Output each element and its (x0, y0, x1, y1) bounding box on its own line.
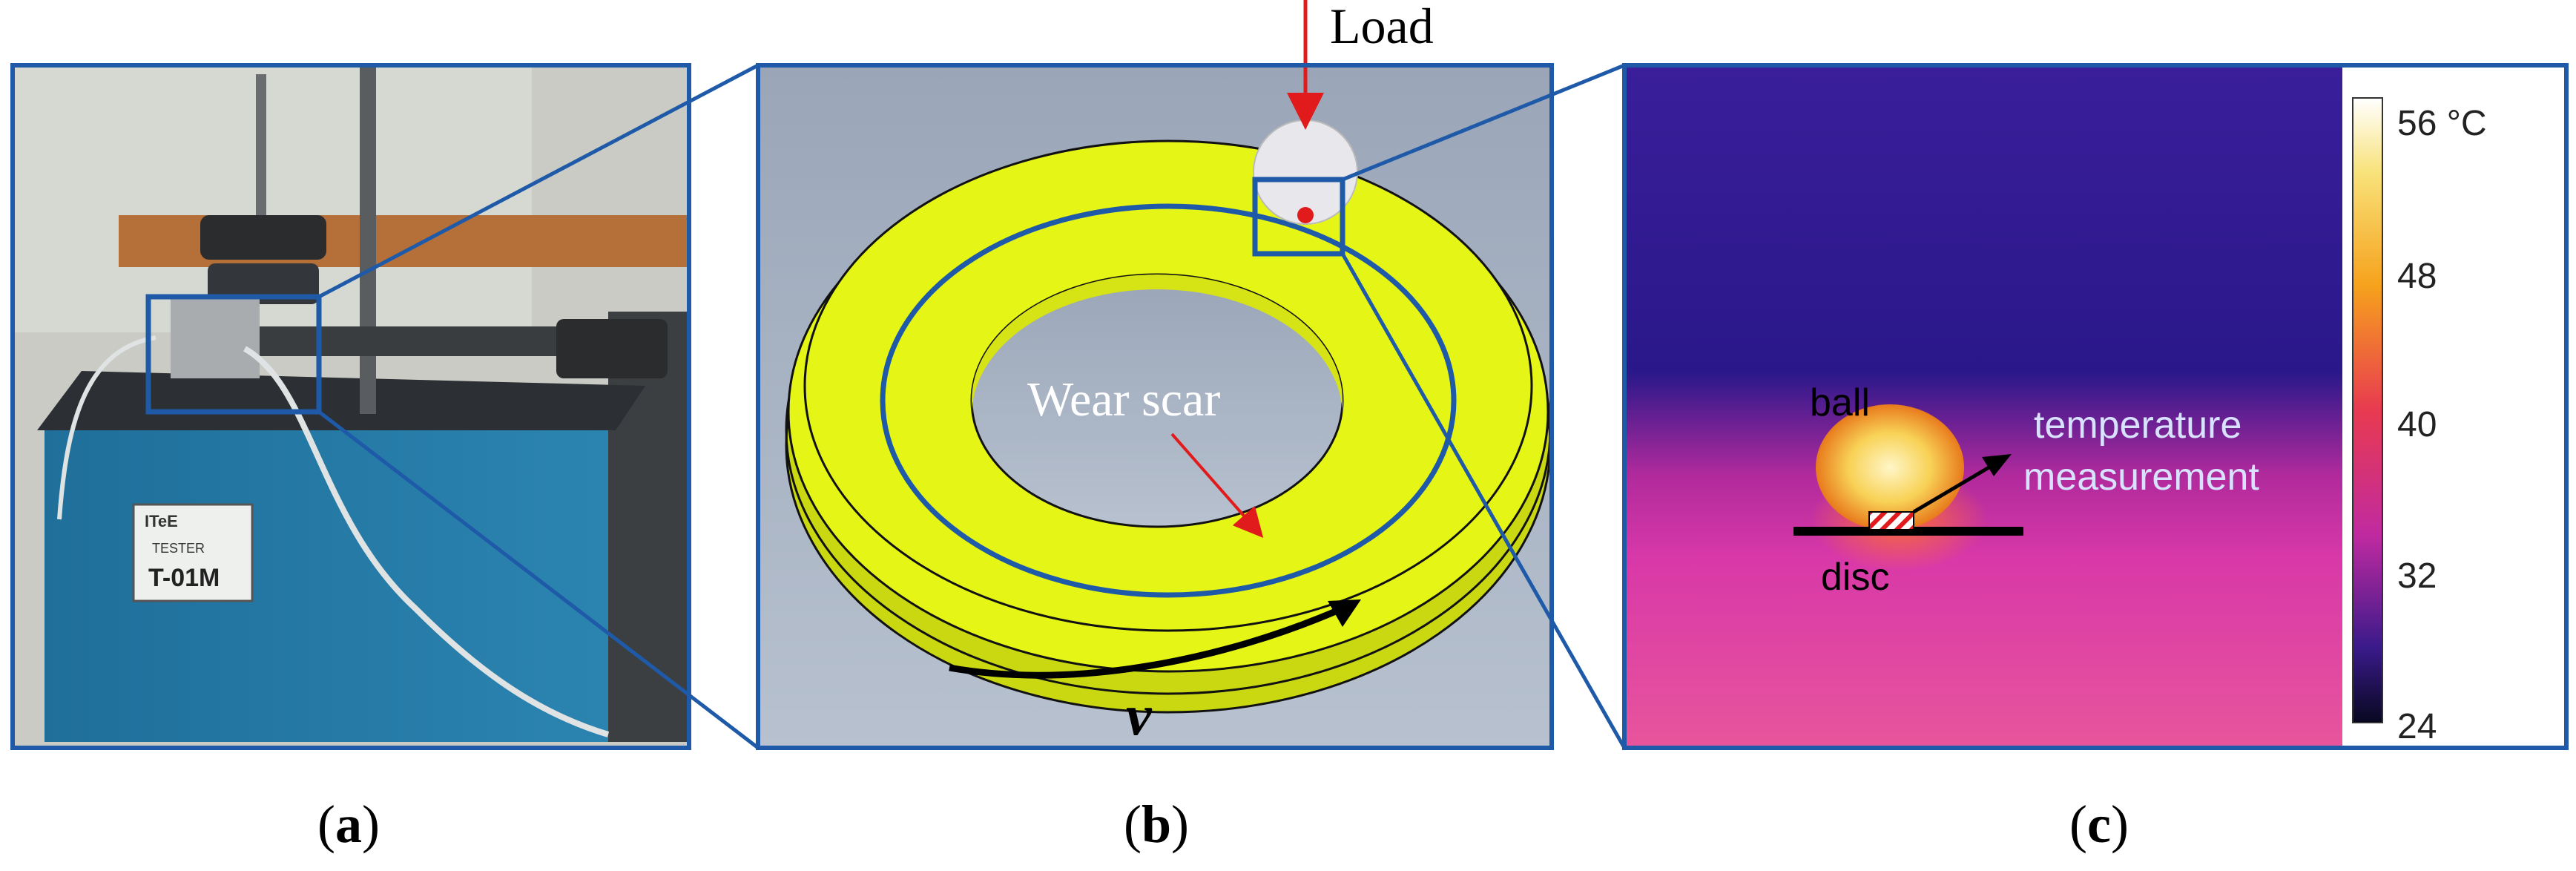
load-weight-2 (208, 263, 319, 304)
load-label: Load (1330, 0, 1434, 54)
contact-point (1297, 207, 1314, 223)
panel-c-frame (1622, 63, 2569, 750)
rod-vertical (360, 65, 376, 414)
measurement-label-1: temperature (2034, 404, 2241, 447)
panel-a-label: (a) (317, 794, 380, 855)
disc-surface-line (1793, 527, 2023, 536)
rod-vertical-2 (256, 74, 266, 237)
left-cable (57, 335, 157, 520)
panel-c-label: (c) (2069, 794, 2129, 855)
device-plate: ITeE TESTER T-01M (132, 503, 254, 602)
colorbar-tick-32: 32 (2397, 556, 2437, 596)
connector-ab-top (317, 63, 760, 299)
plate-brand: ITeE (145, 512, 178, 530)
velocity-arrow-head (1328, 599, 1361, 627)
panel-a-zoom-box (145, 294, 322, 415)
paren-open: ( (1124, 795, 1142, 854)
wear-scar-label: Wear scar (1027, 372, 1220, 427)
wear-track (880, 203, 1457, 598)
panel-b-zoom-box (1252, 177, 1345, 257)
connector-ab-bottom (317, 410, 760, 749)
arm-end (556, 319, 668, 378)
colorbar-tick-40: 40 (2397, 405, 2437, 444)
panel-b-label: (b) (1124, 794, 1189, 855)
ball-label: ball (1810, 381, 1870, 424)
panel-b: Load Wear scar v (756, 0, 1554, 750)
panel-c: ball disc temperature measurement 56 °C … (1622, 63, 2569, 750)
panel-b-frame (756, 63, 1554, 750)
plate-line1: TESTER (152, 541, 205, 556)
measurement-label-2: measurement (2023, 456, 2259, 499)
panel-a-letter: a (335, 795, 362, 854)
panel-b-letter: b (1141, 795, 1172, 854)
paren-close: ) (361, 795, 380, 854)
panel-a: ITeE TESTER T-01M (10, 63, 691, 750)
wear-scar-arrow (1170, 433, 1264, 539)
cabinet-right (608, 312, 689, 742)
measurement-arrow (1912, 461, 1997, 514)
sensor-cable (243, 346, 610, 737)
connector-bc-top (1342, 63, 1625, 182)
connector-bc-bottom (1340, 252, 1627, 749)
colorbar (2352, 97, 2383, 723)
load-weight-1 (200, 215, 326, 260)
paren-close: ) (2110, 795, 2129, 854)
colorbar-max-label: 56 °C (2397, 104, 2487, 143)
colorbar-tick-48: 48 (2397, 257, 2437, 296)
paren-open: ( (317, 795, 335, 854)
clamp (171, 297, 260, 378)
velocity-symbol: v (1126, 683, 1153, 747)
thermal-ball (1816, 404, 1964, 530)
colorbar-tick-24: 24 (2397, 707, 2437, 746)
measurement-arrow-head (1982, 454, 2012, 476)
panel-a-frame (10, 63, 691, 750)
measurement-marker (1868, 511, 1914, 530)
panel-c-letter: c (2086, 795, 2111, 854)
paren-close: ) (1171, 795, 1190, 854)
plate-line2: T-01M (148, 564, 220, 592)
disc-label: disc (1821, 556, 1889, 599)
velocity-arrow (949, 605, 1344, 679)
machine-top (37, 371, 645, 430)
paren-open: ( (2069, 795, 2087, 854)
